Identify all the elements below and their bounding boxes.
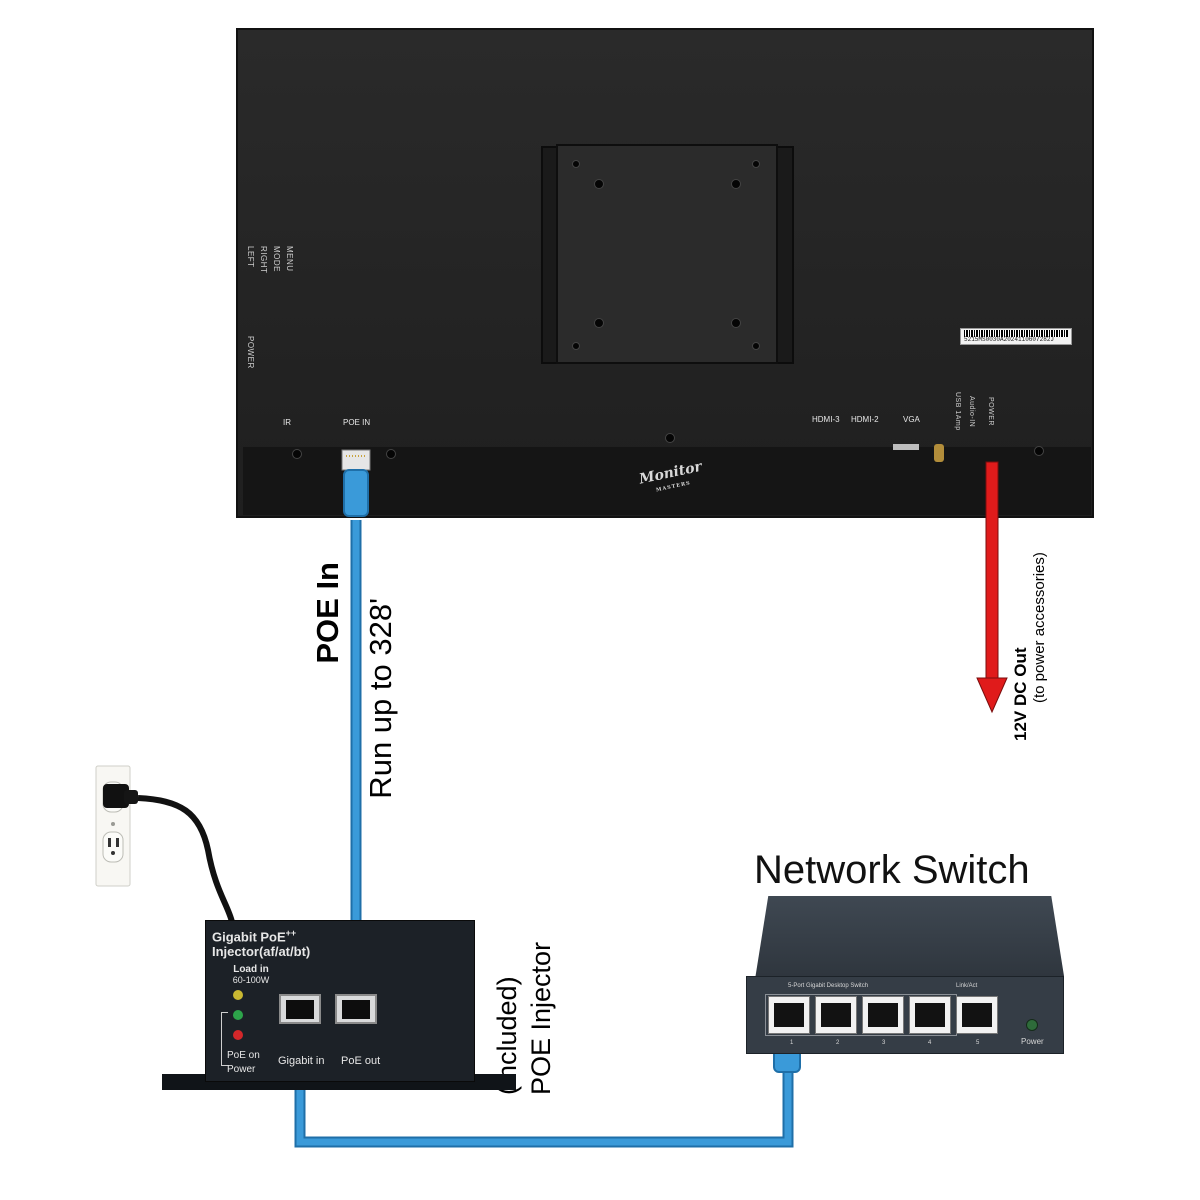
vesa-mount-inner — [556, 144, 778, 364]
side-button-menu: MENU — [285, 246, 294, 272]
monitor-port-strip — [243, 447, 1091, 515]
injector-title-line2: Injector(af/at/bt) — [212, 944, 311, 960]
network-switch-top — [755, 896, 1064, 976]
side-button-power: POWER — [246, 336, 255, 369]
side-button-right: RIGHT — [259, 246, 268, 274]
barcode-icon — [964, 330, 1068, 337]
switch-port-3[interactable] — [862, 996, 904, 1034]
injector-title: Gigabit PoE++ Injector(af/at/bt) — [212, 926, 352, 959]
rj45-connector-icon — [341, 449, 371, 517]
injector-load-rating: Load in 60-100W — [226, 964, 276, 986]
led-bracket — [221, 1012, 228, 1066]
switch-power-led-icon — [1026, 1019, 1038, 1031]
port-label-poe-in: POE IN — [343, 418, 371, 427]
vga-port — [893, 444, 919, 450]
uplink-cable — [296, 1070, 792, 1146]
screw-hole — [665, 433, 675, 443]
switch-port-number: 3 — [882, 1040, 886, 1046]
injector-title-line1: Gigabit PoE — [212, 929, 286, 945]
run-length-text: Run up to 328' — [363, 598, 398, 799]
gigabit-in-label: Gigabit in — [278, 1055, 325, 1067]
down-arrow-icon — [976, 461, 1008, 714]
port-label-usb: USB 1Amp — [954, 392, 961, 431]
switch-port-number: 2 — [836, 1040, 840, 1046]
vesa-screw-hole — [731, 179, 741, 189]
load-value: 60-100W — [232, 975, 270, 985]
port-label-hdmi-2: HDMI-2 — [851, 415, 879, 424]
screw-hole — [1034, 446, 1044, 456]
poe-out-label: PoE out — [341, 1055, 381, 1067]
dc-out-title: 12V DC Out — [1011, 647, 1030, 741]
vesa-screw-hole — [752, 160, 760, 168]
switch-link-label: Link/Act — [956, 983, 978, 989]
port-label-audio-in: Audio-IN — [968, 396, 975, 428]
switch-port-5[interactable] — [956, 996, 998, 1034]
serial-number-text: 5215MS0030A2024110607282J — [964, 336, 1055, 343]
run-length-label: Run up to 328' — [363, 598, 403, 863]
switch-port-number: 5 — [976, 1040, 980, 1046]
vesa-screw-hole — [594, 179, 604, 189]
dc-out-note: (to power accessories) — [1031, 552, 1048, 704]
poe-injector-label: POE Injector (included) — [492, 870, 562, 1095]
ir-sensor — [292, 449, 302, 459]
poe-in-text: POE In — [310, 562, 345, 664]
vesa-screw-hole — [731, 318, 741, 328]
power-cord — [137, 795, 235, 923]
vesa-screw-hole — [572, 342, 580, 350]
power-plug-icon — [103, 784, 138, 808]
power-label: Power — [227, 1064, 256, 1075]
vesa-screw-hole — [572, 160, 580, 168]
network-switch-title: Network Switch — [754, 848, 1030, 892]
poe-out-port[interactable] — [335, 994, 377, 1024]
poe-on-label: PoE on — [227, 1050, 260, 1061]
side-button-mode: MODE — [272, 246, 281, 272]
switch-port-number: 1 — [790, 1040, 794, 1046]
serial-number-label: 5215MS0030A2024110607282J — [960, 328, 1072, 345]
switch-port-1[interactable] — [768, 996, 810, 1034]
gigabit-in-port[interactable] — [279, 994, 321, 1024]
vesa-screw-hole — [594, 318, 604, 328]
dc-out-label: (to power accessories) 12V DC Out — [1002, 515, 1048, 741]
led-poe-icon — [233, 1010, 243, 1020]
switch-model-text: 5-Port Gigabit Desktop Switch — [788, 983, 869, 989]
port-label-power: POWER — [987, 397, 994, 426]
side-button-labels: LEFT RIGHT MODE MENU — [246, 246, 294, 273]
load-label: Load in — [233, 964, 269, 975]
led-load-icon — [233, 990, 243, 1000]
side-button-left: LEFT — [246, 246, 255, 268]
switch-power-label: Power — [1021, 1037, 1044, 1046]
vesa-screw-hole — [752, 342, 760, 350]
switch-port-number: 4 — [928, 1040, 932, 1046]
port-label-vga: VGA — [903, 415, 920, 424]
switch-port-2[interactable] — [815, 996, 857, 1034]
led-power-icon — [233, 1030, 243, 1040]
injector-title-sup: ++ — [285, 928, 297, 938]
audio-jack — [934, 444, 944, 462]
port-label-ir: IR — [283, 418, 291, 427]
poe-in-label: POE In — [310, 562, 354, 694]
injector-label-line1: POE Injector — [526, 941, 556, 1095]
injector-label-line2: (included) — [492, 976, 522, 1095]
screw-hole — [386, 449, 396, 459]
switch-port-4[interactable] — [909, 996, 951, 1034]
port-label-hdmi-3: HDMI-3 — [812, 415, 840, 424]
